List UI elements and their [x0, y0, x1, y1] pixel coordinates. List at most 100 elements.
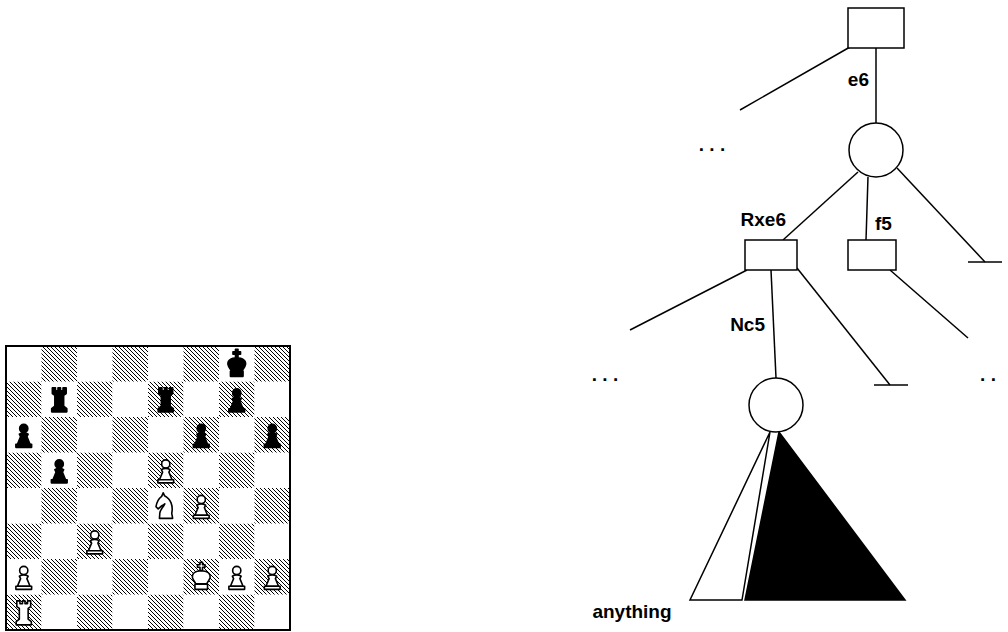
chess-pawn: [193, 424, 209, 447]
board-square: [77, 524, 113, 560]
board-square: [113, 382, 149, 418]
board-square: [77, 488, 113, 524]
board-square: [148, 346, 184, 382]
board-square: [148, 488, 184, 524]
chess-pawn: [264, 424, 280, 447]
chess-king: [228, 349, 246, 376]
board-square: [42, 488, 78, 524]
piece-part: [16, 444, 32, 447]
board-square: [77, 559, 113, 595]
board-square: [184, 488, 220, 524]
chess-king: [192, 562, 210, 589]
board-square: [184, 595, 220, 631]
board-square: [42, 382, 78, 418]
move-label: . . .: [592, 364, 618, 386]
board-square: [6, 346, 42, 382]
piece-part: [162, 460, 170, 468]
tree-line: [797, 268, 890, 385]
piece-part: [87, 551, 103, 554]
board-square: [219, 524, 255, 560]
chess-pawn: [229, 389, 245, 412]
piece-part: [268, 566, 276, 574]
piece-part: [197, 424, 205, 432]
board-square: [219, 595, 255, 631]
board-square: [42, 346, 78, 382]
board-square: [77, 346, 113, 382]
piece-part: [195, 584, 208, 589]
board-square: [6, 559, 42, 595]
board-square: [255, 488, 291, 524]
board-square: [6, 382, 42, 418]
piece-part: [230, 397, 243, 408]
board-square: [42, 524, 78, 560]
move-label: Rxe6: [741, 209, 786, 231]
board-square: [148, 559, 184, 595]
game-tree: [630, 8, 1002, 600]
board-square: [255, 595, 291, 631]
tree-line: [740, 47, 850, 110]
min-node-circle: [749, 378, 803, 432]
chess-pawn: [16, 424, 32, 447]
board-square: [113, 524, 149, 560]
piece-part: [52, 388, 67, 412]
move-label: . . .: [699, 134, 725, 156]
chess-rook: [158, 388, 173, 412]
piece-part: [268, 424, 276, 432]
piece-part: [16, 586, 32, 589]
board-square: [184, 382, 220, 418]
tree-line: [630, 270, 747, 330]
piece-part: [16, 601, 31, 625]
piece-part: [229, 586, 245, 589]
tree-line: [874, 384, 908, 386]
board-square: [6, 488, 42, 524]
piece-part: [233, 566, 241, 574]
piece-part: [193, 444, 209, 447]
piece-part: [159, 468, 172, 479]
piece-part: [17, 575, 30, 586]
piece-part: [20, 424, 28, 432]
board-square: [184, 346, 220, 382]
piece-part: [195, 433, 208, 444]
board-square: [148, 382, 184, 418]
min-node-circle: [849, 123, 903, 177]
board-square: [113, 346, 149, 382]
piece-part: [20, 566, 28, 574]
piece-part: [195, 504, 208, 515]
move-label: anything: [592, 601, 671, 623]
piece-part: [17, 433, 30, 444]
piece-part: [158, 388, 173, 412]
board-square: [148, 417, 184, 453]
board-square: [184, 417, 220, 453]
board-square: [6, 417, 42, 453]
board-square: [77, 382, 113, 418]
piece-part: [266, 433, 279, 444]
chess-pawn: [158, 460, 174, 483]
piece-part: [229, 409, 245, 412]
board-square: [255, 346, 291, 382]
board-square: [184, 559, 220, 595]
max-node-square: [848, 8, 904, 48]
subtree-triangle: [745, 432, 905, 600]
board-square: [219, 559, 255, 595]
chess-rook: [16, 601, 31, 625]
chess-pawn: [16, 566, 32, 589]
tree-line: [771, 270, 776, 378]
piece-part: [197, 495, 205, 503]
piece-part: [264, 444, 280, 447]
board-square: [219, 417, 255, 453]
tree-line: [890, 270, 968, 338]
chess-board: [6, 346, 290, 630]
chess-pawn: [193, 495, 209, 518]
board-square: [148, 453, 184, 489]
piece-part: [197, 562, 205, 570]
board-square: [255, 453, 291, 489]
piece-part: [192, 571, 210, 584]
piece-part: [193, 515, 209, 518]
move-label: . .: [980, 364, 996, 386]
chess-pawn: [87, 531, 103, 554]
piece-part: [230, 575, 243, 586]
board-square: [6, 453, 42, 489]
tree-line: [897, 168, 985, 262]
